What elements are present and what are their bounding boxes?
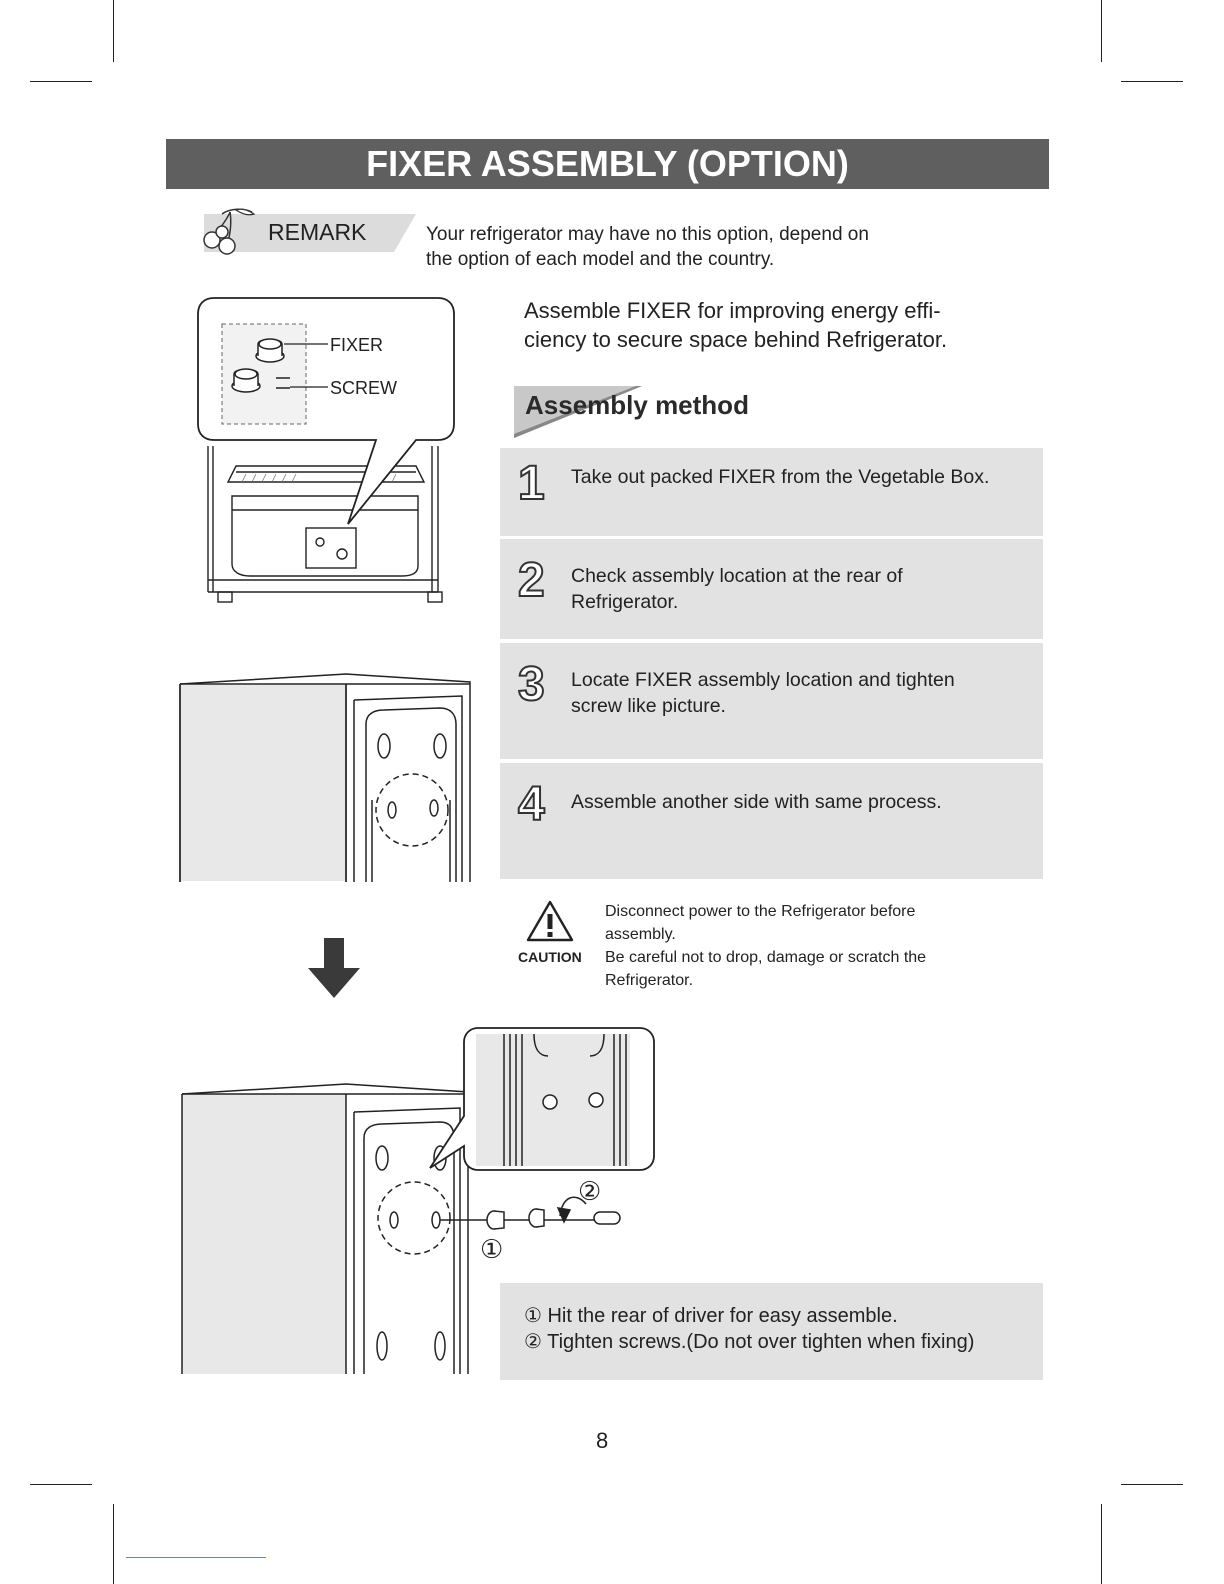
crop-mark bbox=[1121, 1484, 1183, 1485]
arrow-down-icon bbox=[308, 938, 360, 998]
crop-mark bbox=[30, 1484, 92, 1485]
step-marker-1: ① bbox=[480, 1234, 504, 1264]
remark-text: Your refrigerator may have no this optio… bbox=[426, 222, 986, 272]
step-text-line: Assemble another side with same process. bbox=[571, 791, 942, 813]
method-heading-shape bbox=[514, 386, 642, 438]
caution-label: CAUTION bbox=[518, 949, 582, 965]
step-number: 1 bbox=[517, 456, 546, 511]
note-line: ① Hit the rear of driver for easy assemb… bbox=[524, 1305, 898, 1327]
intro-text: Assemble FIXER for improving energy effi… bbox=[524, 296, 1024, 354]
intro-line: ciency to secure space behind Refrigerat… bbox=[524, 327, 948, 352]
step-text-line: Refrigerator. bbox=[571, 591, 679, 613]
step-4: 4 Assemble another side with same proces… bbox=[500, 763, 1043, 879]
page-number: 8 bbox=[596, 1428, 609, 1453]
page-title: FIXER ASSEMBLY (OPTION) bbox=[166, 139, 1049, 189]
step-1: 1 Take out packed FIXER from the Vegetab… bbox=[500, 448, 1043, 536]
remark-text-line: the option of each model and the country… bbox=[426, 249, 775, 270]
crop-mark bbox=[113, 0, 114, 62]
caution-line: assembly. bbox=[605, 926, 676, 943]
step-text-line: Check assembly location at the rear of bbox=[571, 565, 903, 587]
refrigerator-rear-illustration bbox=[179, 673, 471, 882]
step-number: 4 bbox=[517, 777, 546, 832]
step-3: 3 Locate FIXER assembly location and tig… bbox=[500, 643, 1043, 759]
step-text-line: Take out packed FIXER from the Vegetable… bbox=[571, 466, 990, 488]
crop-mark bbox=[30, 81, 92, 82]
caution-text: Disconnect power to the Refrigerator bef… bbox=[605, 900, 1025, 992]
step-text: Check assembly location at the rear of R… bbox=[571, 563, 1031, 615]
crop-mark bbox=[1101, 1504, 1102, 1584]
step-text-line: screw like picture. bbox=[571, 695, 726, 717]
remark-label: REMARK bbox=[268, 219, 367, 245]
step-number: 3 bbox=[517, 657, 546, 712]
step-text: Assemble another side with same process. bbox=[571, 789, 1031, 815]
method-title: Assembly method bbox=[525, 390, 749, 420]
fixer-installation-illustration bbox=[181, 1027, 655, 1374]
remark-text-line: Your refrigerator may have no this optio… bbox=[426, 224, 869, 245]
caution-line: Refrigerator. bbox=[605, 972, 694, 989]
step-text-line: Locate FIXER assembly location and tight… bbox=[571, 669, 955, 691]
crop-mark bbox=[1101, 0, 1102, 62]
remark-tag-shape bbox=[204, 214, 416, 252]
caution-line: Disconnect power to the Refrigerator bef… bbox=[605, 903, 916, 920]
notes-box: ① Hit the rear of driver for easy assemb… bbox=[500, 1283, 1043, 1380]
step-text: Locate FIXER assembly location and tight… bbox=[571, 667, 1031, 719]
step-marker-2: ② bbox=[578, 1176, 602, 1206]
notes-text: ① Hit the rear of driver for easy assemb… bbox=[524, 1303, 974, 1355]
screw-label: SCREW bbox=[330, 378, 397, 398]
vegetable-box-illustration bbox=[197, 297, 455, 603]
caution-line: Be careful not to drop, damage or scratc… bbox=[605, 949, 927, 966]
cherry-icon bbox=[203, 208, 256, 255]
step-2: 2 Check assembly location at the rear of… bbox=[500, 539, 1043, 639]
note-line: ② Tighten screws.(Do not over tighten wh… bbox=[524, 1331, 975, 1353]
step-text: Take out packed FIXER from the Vegetable… bbox=[571, 464, 1031, 490]
crop-mark bbox=[1121, 81, 1183, 82]
intro-line: Assemble FIXER for improving energy effi… bbox=[524, 298, 941, 323]
warning-icon bbox=[526, 900, 574, 942]
crop-mark bbox=[113, 1504, 114, 1584]
crop-mark bbox=[126, 1557, 266, 1558]
fixer-label: FIXER bbox=[330, 335, 384, 355]
step-number: 2 bbox=[517, 553, 546, 608]
